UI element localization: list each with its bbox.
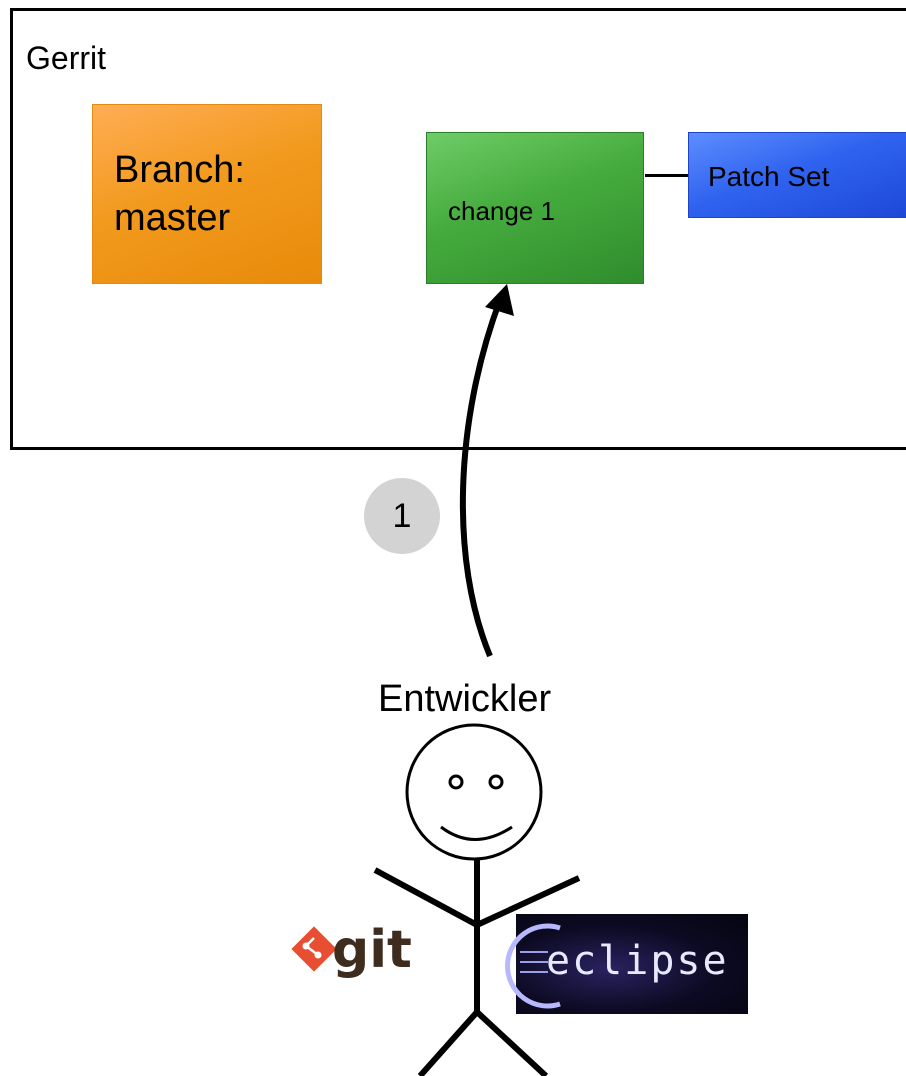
- step-number-badge: 1: [364, 478, 440, 554]
- developer-label: Entwickler: [378, 678, 552, 720]
- eclipse-logo: [516, 914, 748, 1014]
- change-label: change 1: [448, 196, 555, 226]
- upload-arrow: [459, 298, 503, 658]
- patch-set-label: Patch Set: [708, 161, 830, 192]
- arrow-head-icon: [485, 284, 514, 316]
- gerrit-server-box: [10, 8, 906, 450]
- change-patchset-connector: [645, 174, 688, 177]
- change-node: [426, 132, 644, 284]
- eclipse-logo-text: eclipse: [546, 938, 729, 984]
- patch-set-node: [688, 132, 906, 218]
- branch-node: [92, 104, 322, 284]
- gerrit-title: Gerrit: [26, 40, 106, 76]
- git-logo-text: git: [332, 920, 412, 980]
- branch-label: Branch: master: [114, 149, 245, 239]
- stick-figure-icon: [373, 723, 581, 1076]
- eclipse-sphere-icon: [505, 923, 561, 1009]
